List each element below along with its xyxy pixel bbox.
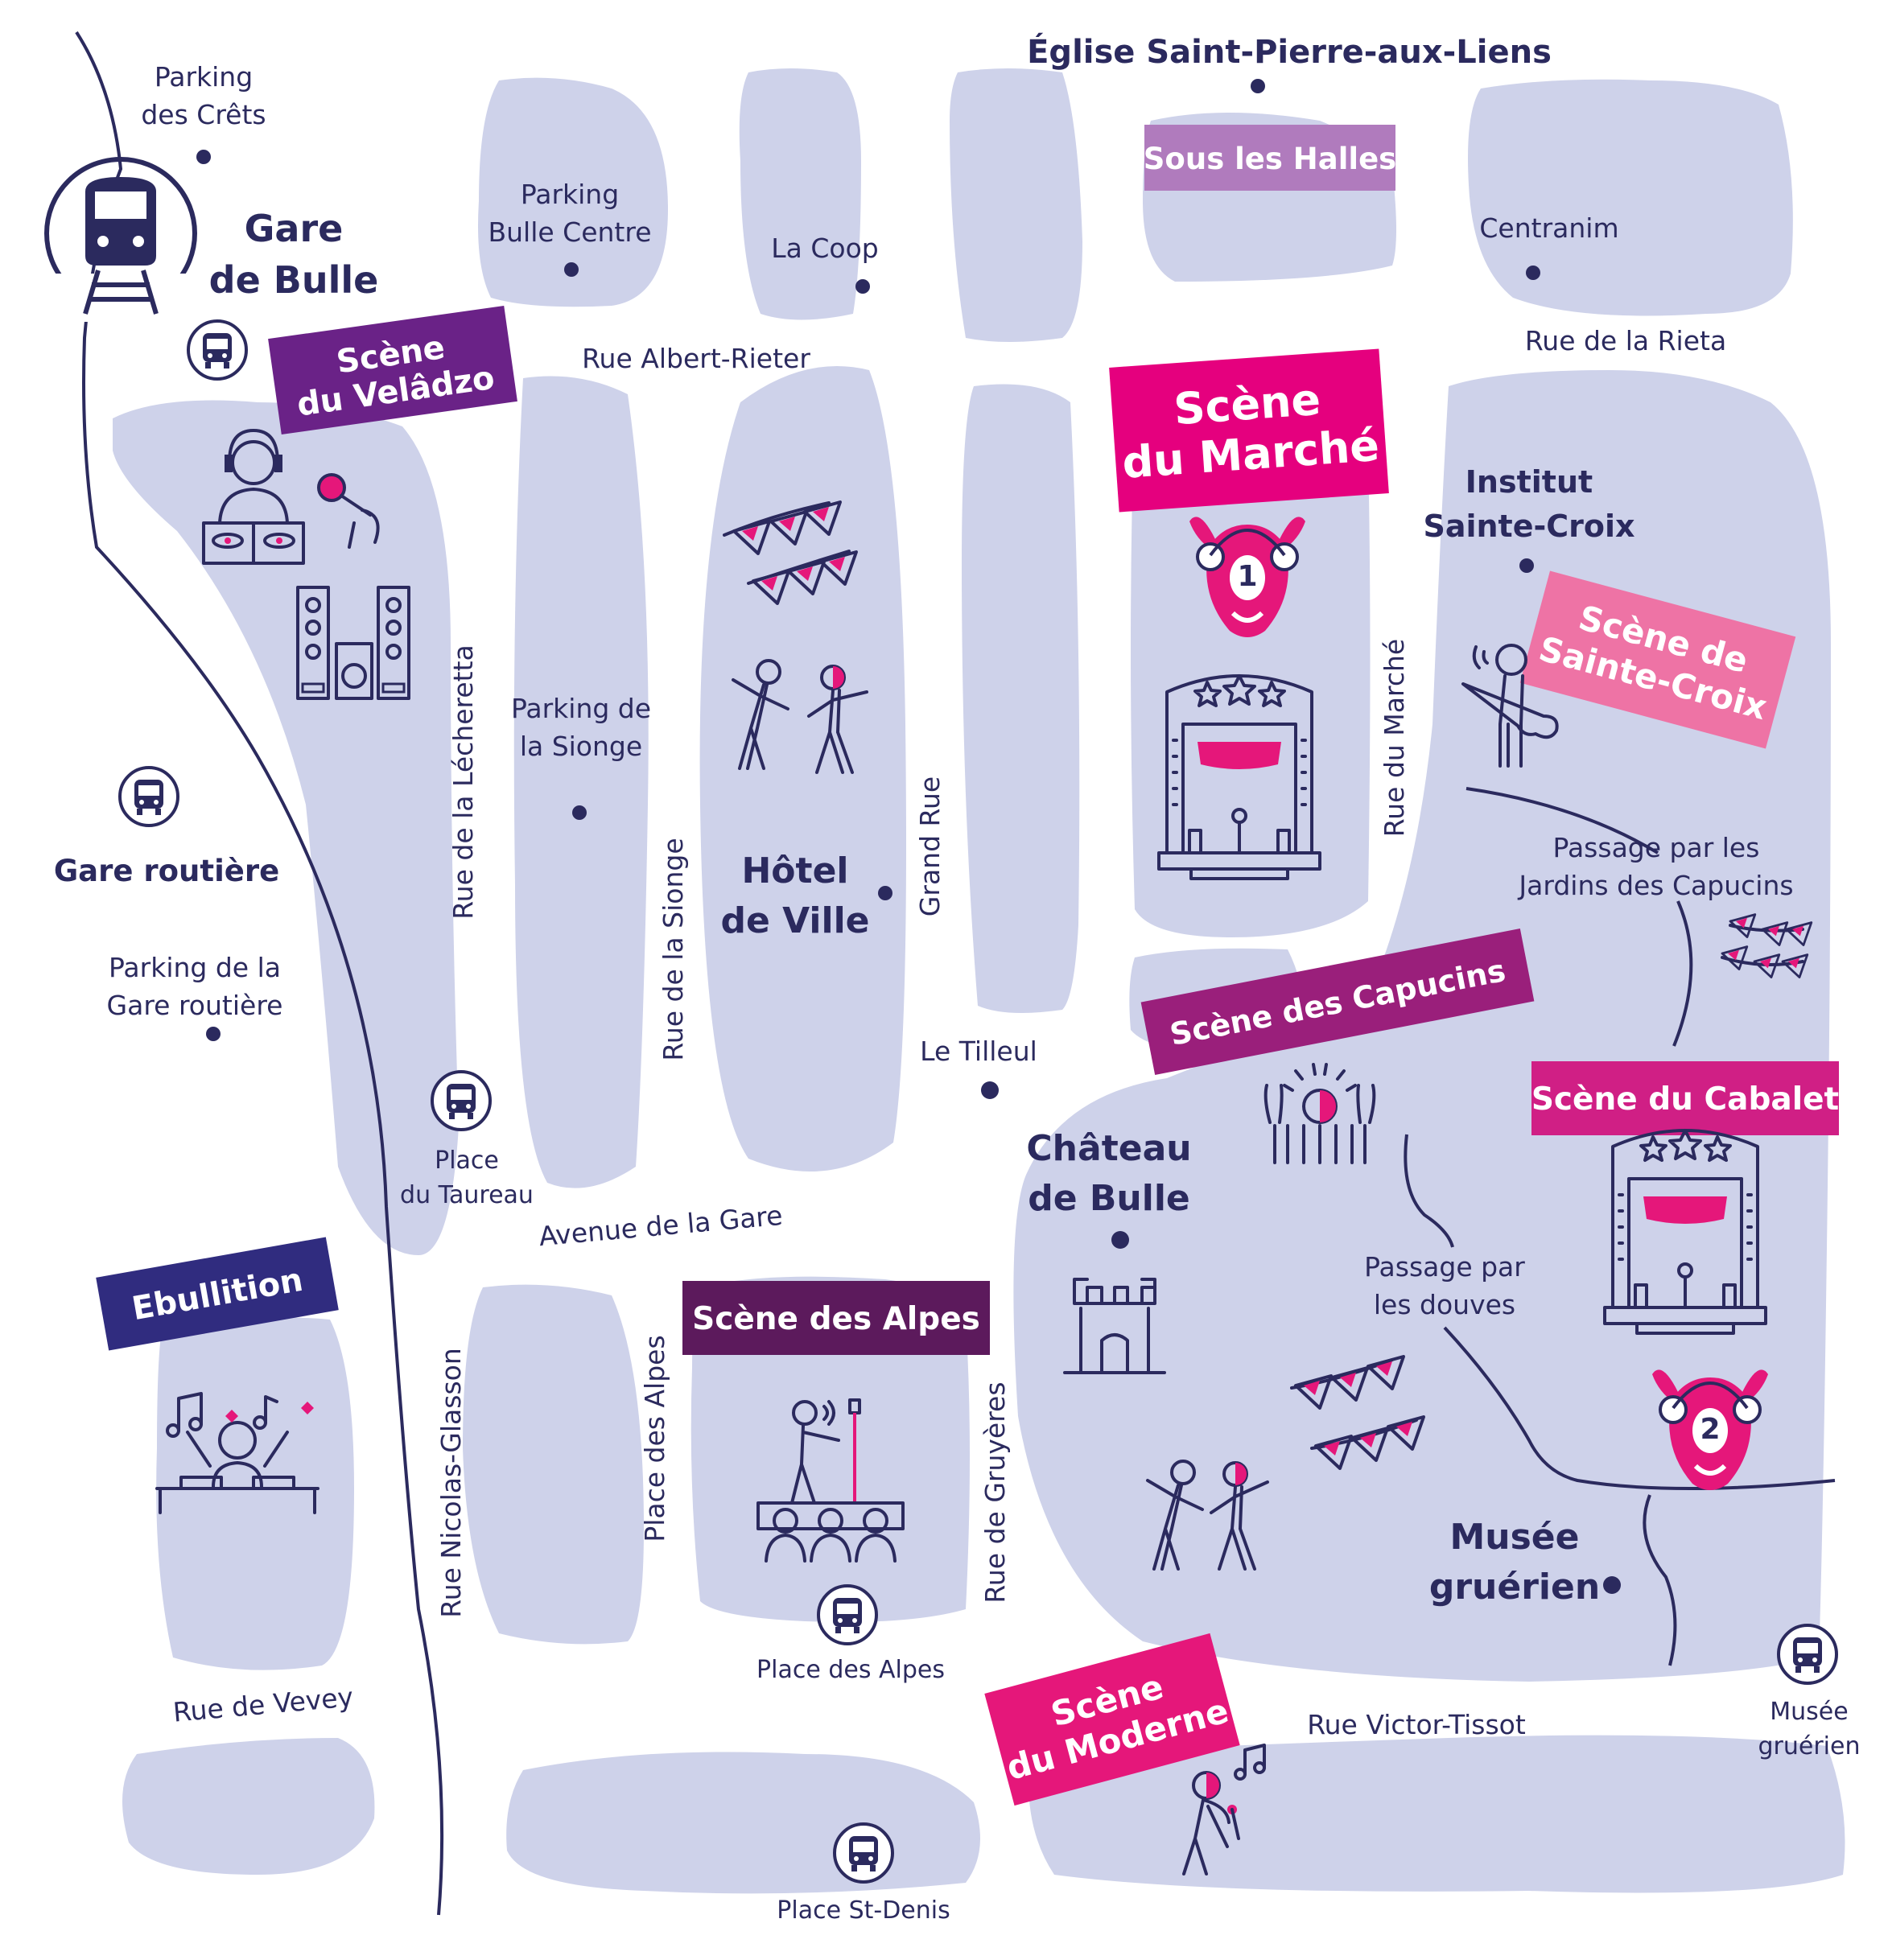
svg-text:2: 2 — [1700, 1413, 1720, 1446]
music-notes-icon — [166, 1392, 314, 1438]
street-grand-rue: Grand Rue — [914, 776, 946, 916]
bus-place-st-denis-label: Place St-Denis — [777, 1896, 950, 1925]
street-vevey: Rue de Vevey — [171, 1681, 354, 1727]
speakers-icon — [296, 586, 410, 700]
stage-cabalet: Scène du Cabalet — [1531, 1061, 1839, 1135]
bunting-icon — [1290, 1355, 1425, 1470]
svg-text:Sous les Halles: Sous les Halles — [1144, 142, 1396, 176]
crowd-icon — [1263, 1063, 1376, 1164]
singer-icon — [756, 1398, 905, 1563]
bus-icon — [817, 1584, 878, 1645]
dj-icon — [202, 429, 305, 565]
stage-marche: Scènedu Marché — [1109, 348, 1389, 513]
path-musee — [1643, 1494, 1677, 1666]
street-rieta: Rue de la Rieta — [1525, 325, 1726, 356]
stage-sous-les-halles: Sous les Halles — [1144, 125, 1396, 191]
la-coop-label: La Coop — [771, 233, 878, 264]
street-albert-rieter: Rue Albert-Rieter — [582, 343, 810, 374]
bus-icon — [1777, 1624, 1838, 1685]
bus-icon — [118, 766, 179, 827]
stage-alpes: Scène des Alpes — [682, 1281, 990, 1355]
svg-text:Scène du Cabalet: Scène du Cabalet — [1531, 1081, 1839, 1118]
svg-text:Scène des Alpes: Scène des Alpes — [692, 1301, 980, 1337]
stage-ebullition: Ebullition — [96, 1237, 339, 1351]
street-gruyeres: Rue de Gruyères — [979, 1381, 1011, 1603]
bus-place-alpes-label: Place des Alpes — [756, 1656, 945, 1684]
street-place-alpes: Place des Alpes — [639, 1335, 670, 1542]
street-avenue-gare: Avenue de la Gare — [538, 1200, 784, 1252]
street-sionge: Rue de la Sionge — [658, 838, 689, 1060]
gare-routiere-label: Gare routière — [54, 854, 279, 888]
stage-moderne: Scènedu Moderne — [984, 1633, 1240, 1806]
street-lecheretta: Rue de la Lécheretta — [447, 644, 479, 920]
centranim-label: Centranim — [1479, 212, 1618, 244]
eglise-label: Église Saint-Pierre-aux-Liens — [1027, 32, 1552, 71]
cow-icon: 2 — [1652, 1369, 1768, 1490]
bunting-icon — [723, 500, 858, 605]
bus-icon — [187, 319, 248, 381]
bus-icon — [833, 1822, 894, 1884]
path-capucins — [1465, 787, 1693, 1047]
street-marche: Rue du Marché — [1379, 639, 1410, 837]
bunting-icon — [1721, 913, 1813, 978]
dj-icon — [155, 1421, 319, 1514]
cow-icon: 1 — [1189, 517, 1305, 637]
street-victor-tissot: Rue Victor-Tissot — [1307, 1709, 1526, 1740]
bus-icon — [431, 1070, 492, 1131]
guitarist-icon — [1461, 644, 1559, 768]
microphone-icon — [317, 473, 380, 549]
dancers-icon — [1146, 1460, 1269, 1571]
street-nicolas-glasson: Rue Nicolas-Glasson — [435, 1348, 467, 1618]
stage-veladzo: Scènedu Velâdzo — [268, 305, 517, 435]
dancers-icon — [732, 659, 868, 774]
svg-text:1: 1 — [1237, 560, 1257, 593]
le-tilleul-label: Le Tilleul — [920, 1036, 1037, 1067]
music-notes-icon — [1234, 1744, 1266, 1781]
singer-icon — [1182, 1771, 1240, 1876]
castle-tower-icon — [1063, 1278, 1166, 1374]
train-icon — [44, 157, 197, 322]
location-dots — [196, 79, 1621, 1594]
